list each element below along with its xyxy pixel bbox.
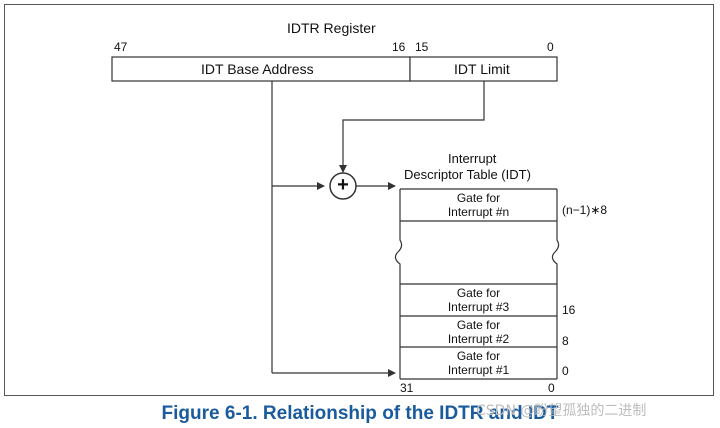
gate-1-line2: Interrupt #1 [447,363,510,377]
figure-caption: Figure 6-1. Relationship of the IDTR and… [161,403,559,424]
gate-n-line1: Gate for [456,191,501,205]
gate-3-line1: Gate for [456,286,501,300]
bit-label-0: 0 [547,40,554,54]
gate-interrupt-2: Gate for Interrupt #2 [400,318,557,346]
gate-2-line2: Interrupt #2 [447,332,510,346]
table-bit-label-0: 0 [548,381,555,395]
base-address-label: IDT Base Address [201,61,314,77]
table-title-line2: Descriptor Table (IDT) [404,167,531,182]
idtr-base-address-field [111,56,411,82]
limit-line [339,81,485,173]
table-bit-label-31: 31 [400,381,414,395]
idt-left-side [394,189,403,379]
table-title-line1: Interrupt [448,151,497,166]
adder-symbol: + [337,174,349,196]
watermark: CSDN @盼望孤独的二进制 [476,403,647,419]
gate-3-offset: 16 [562,303,576,317]
bit-label-16: 16 [392,40,406,54]
gate-interrupt-1: Gate for Interrupt #1 [400,349,557,377]
gate-n-offset: (n−1)∗8 [562,203,608,217]
gate-1-offset: 0 [562,364,569,378]
gate-interrupt-n: Gate for Interrupt #n [400,191,557,219]
idt-right-side [551,189,560,379]
gate-2-offset: 8 [562,334,569,348]
gate-2-line1: Gate for [456,318,501,332]
figure-frame [4,4,714,396]
bit-label-15: 15 [415,40,429,54]
limit-label: IDT Limit [454,61,510,77]
bit-label-47: 47 [114,40,128,54]
gate-interrupt-3: Gate for Interrupt #3 [400,286,557,314]
gate-n-line2: Interrupt #n [447,205,510,219]
gate-3-line2: Interrupt #3 [447,300,510,314]
gate-1-line1: Gate for [456,349,501,363]
register-title: IDTR Register [287,20,376,36]
